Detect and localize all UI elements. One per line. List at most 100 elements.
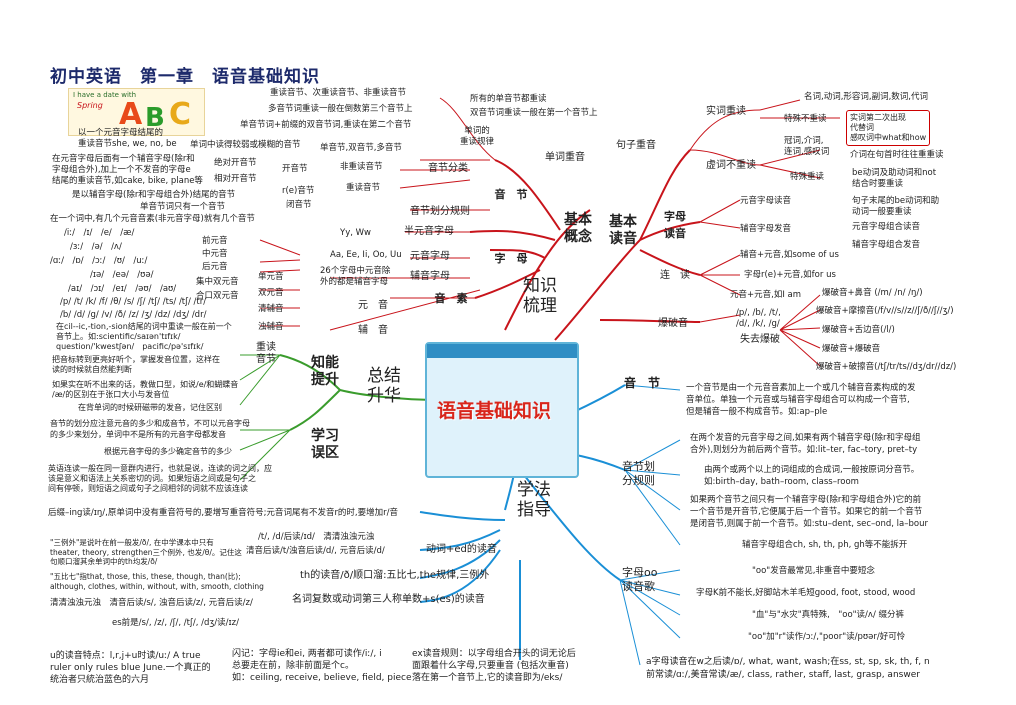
- double-stress: 双音节词重读一般在第一个音节上: [470, 108, 598, 118]
- div-rule-4: 辅音字母组合ch, sh, th, ph, gh等不能拆开: [742, 540, 908, 550]
- branch-syllable: 音 节: [494, 188, 528, 201]
- plosive-nasal: 爆破音+鼻音 (/m/ /n/ /ŋ/): [822, 288, 923, 298]
- back-vowel: 后元音: [202, 262, 228, 272]
- single-vowel: 单词中读得较弱或模糊的音节: [190, 140, 301, 150]
- stress-types: 重读音节、次重读音节、非重读音节: [270, 88, 407, 98]
- multi-stress: 多音节词重读一般在倒数第三个音节上: [268, 104, 413, 114]
- key-syllable: 重读 音节: [256, 342, 276, 365]
- stress-rule: 单词的 重读规律: [460, 126, 495, 147]
- logo-letter-a: A: [119, 97, 143, 132]
- re-syllable: r(e)音节: [282, 186, 315, 196]
- th-exceptions: "三例外"是说叶在前一般发/ð/, 在中学课本中只有 theater, theo…: [50, 538, 242, 566]
- all-stress: 所有的单音节都重读: [470, 94, 547, 104]
- cons-combo: 辅音字母组合发音: [852, 240, 921, 250]
- ph-close: /aɪ/ /ɔɪ/ /eɪ/ /əʊ/ /aʊ/: [68, 284, 177, 294]
- page-title: 初中英语 第一章 语音基础知识: [50, 67, 320, 87]
- note-4: 音节的划分应注意元音的多少和成音节，不可以元音字母 的多少来划分，单词中不是所有…: [50, 419, 250, 439]
- ph-front: /iː/ /ɪ/ /e/ /æ/: [64, 228, 135, 238]
- prep-end: 介词在句首时往往重重读: [850, 150, 944, 160]
- branch-basic-reading-label: 基本 读音: [609, 214, 637, 247]
- open-syllable: 开音节: [282, 164, 308, 174]
- branch-concept: 基本 概念: [560, 212, 596, 246]
- branch-improve: 知能 提升: [305, 355, 345, 389]
- branch-concept-label: 基本 概念: [564, 212, 592, 245]
- centering: 集中双元音: [196, 277, 239, 287]
- div-rule-1: 在两个发音的元音字母之间,如果有两个辅音字母(除r和字母组 合外),则划分为前后…: [690, 433, 921, 455]
- vowel-combo: 元音字母组合读音: [852, 222, 921, 232]
- func-list: 冠词,介词, 连词,感叹词: [784, 136, 830, 157]
- sentence-stress: 句子重音: [616, 140, 656, 151]
- half-vowel: 半元音字母: [404, 226, 454, 237]
- branch-letter-reading: 字母 读音: [658, 208, 692, 242]
- branch-vowel: 元 音: [358, 300, 388, 311]
- front-vowel: 前元音: [202, 236, 228, 246]
- center-header: [427, 344, 577, 358]
- syllable-class: 音节分类: [428, 163, 468, 174]
- voiced: 浊辅音: [258, 322, 284, 332]
- th-title: th的读音/ð/顺口溜:五比七,the规律,三例外: [300, 570, 490, 581]
- abs-open: 绝对开音节: [214, 158, 257, 168]
- oo-title: 字母oo 读音歌: [622, 566, 658, 593]
- hub-knowledge: 知识 梳理: [515, 276, 565, 316]
- logo-text: I have a date with: [73, 91, 137, 99]
- plosive-affricate: 爆破音+破擦音(/tʃ/tr/ts//dʒ/dr//dz/): [816, 362, 957, 372]
- ph-voiced: /b/ /d/ /g/ /v/ /ð/ /z/ /ʒ/ /dz/ /dʒ/ /d…: [60, 310, 207, 320]
- ph-center: /ɪə/ /eə/ /ʊə/: [90, 270, 154, 280]
- ex-rule: ex读音规则：以字母组合开头的词无论后 面跟着什么字母,只要重音 (包括次重音)…: [412, 649, 576, 683]
- multi-prefix: 单音节词+前缀的双音节词,重读在第二个音节: [240, 120, 412, 130]
- liaison-3: 元音+元音,如I am: [730, 290, 802, 300]
- branch-basic-reading: 基本 读音: [604, 214, 642, 248]
- logo-letter-c: C: [169, 97, 192, 132]
- rel-open: 相对开音节: [214, 174, 257, 184]
- hub-knowledge-label: 知识 梳理: [523, 276, 557, 316]
- diph: 双元音: [258, 288, 284, 298]
- ed-2: 清音后读/t/浊音后读/d/, 元音后读/d/: [246, 546, 385, 556]
- ed-1: /t/, /d/后读/ɪd/ 清清浊浊元浊: [258, 532, 375, 542]
- single-def: 以一个元音字母结尾的 重读音节she, we, no, be: [78, 128, 177, 149]
- div-1: 单音节词只有一个音节: [140, 202, 226, 212]
- ed-title: 动词+ed的读音: [426, 544, 497, 555]
- yw: Yy, Ww: [340, 228, 371, 238]
- open-def: 在元音字母后面有一个辅音字母(除r和 字母组合外),加上一个不发音的字母e 结尾…: [52, 154, 203, 186]
- ie-rule: 闪记：字母ie和ei, 两者都可读作/iː/, i 总要走在前，除非前面是个c。…: [232, 649, 412, 683]
- oo-1: "oo"发音最常见,非重音中要短念: [752, 566, 875, 576]
- ing-rule: 后缀–ing读/ɪŋ/,原单词中没有重音符号的,要增写重音符号;元音词尾有不发音…: [48, 508, 398, 518]
- center-node: 语音基础知识: [425, 342, 579, 478]
- cons-def: 26个字母中元音除 外的都是辅音字母: [320, 266, 391, 287]
- cons-read: 辅音字母发音: [740, 224, 792, 234]
- special-box-text: 实词第二次出现 代替词 感叹词中what和how: [850, 113, 927, 142]
- ph-mid: /ɜː/ /ə/ /ʌ/: [70, 242, 122, 252]
- logo-spring: Spring: [77, 101, 103, 110]
- be-aux: be动词及助动词和not 结合时要重读: [852, 168, 937, 189]
- plosive-fric: 爆破音+摩擦音(/f/v//s//z//ʃ/ð//ʃ//ʒ/): [816, 306, 954, 316]
- closed-syllable: 闭音节: [286, 200, 312, 210]
- hub-method: 学法 指导: [510, 480, 558, 520]
- liaison-1: 辅音+元音,如some of us: [740, 250, 839, 260]
- real-list: 名词,动词,形容词,副词,数词,代词: [804, 92, 929, 102]
- vowel-read: 元音字母读音: [740, 196, 792, 206]
- special-box: 实词第二次出现 代替词 感叹词中what和how: [846, 110, 931, 146]
- division-title: 音节划 分规则: [622, 460, 655, 487]
- branch-element: 音 素: [434, 292, 468, 305]
- logo-letter-b: B: [145, 103, 165, 133]
- tion-note: 在cil--ic,-tion,-sion结尾的词中重读一般在前一个 音节上。如:…: [56, 322, 232, 351]
- plosives: /p/, /b/, /t/, /d/, /k/, /g/: [736, 308, 781, 329]
- div-rule-3: 如果两个音节之间只有一个辅音字母(除r和字母组合外)它的前 一个音节是开音节,它…: [690, 495, 928, 529]
- middle-vowel: 中元音: [202, 249, 228, 259]
- func-words: 虚词不重读: [706, 160, 756, 171]
- closing: 合口双元音: [196, 291, 239, 301]
- ph-back: /ɑː/ /ɒ/ /ɔː/ /ʊ/ /uː/: [50, 256, 148, 266]
- center-label: 语音基础知识: [437, 400, 552, 422]
- branch-letter: 字 母: [494, 252, 528, 265]
- note-1: 把音标转到更亮好听个，掌握发音位置，这样在 读的时候就自然能判断: [52, 355, 220, 374]
- plosive-lateral: 爆破音+舌边音(/l/): [822, 325, 895, 335]
- s-title: 名词复数或动词第三人称单数+s(es)的读音: [292, 594, 485, 605]
- oo-4: "oo"加"r"读作/ɔː/,"poor"读/pʊər/好可怜: [748, 632, 906, 642]
- plosive: 爆破音: [658, 318, 688, 329]
- word-stress: 单词重音: [545, 152, 585, 163]
- note-2: 如果实在听不出来的话，教做口型，如说/e/和蝴蝶音 /æ/的区别在于张口大小与发…: [52, 380, 239, 399]
- branch-mistakes-label: 学习 误区: [311, 428, 339, 461]
- aeiou: Aa, Ee, Ii, Oo, Uu: [330, 250, 402, 260]
- closed-def: 是以辅音字母(除r和字母组合外)结尾的音节: [72, 190, 236, 200]
- real-stress: 实词重读: [706, 106, 746, 117]
